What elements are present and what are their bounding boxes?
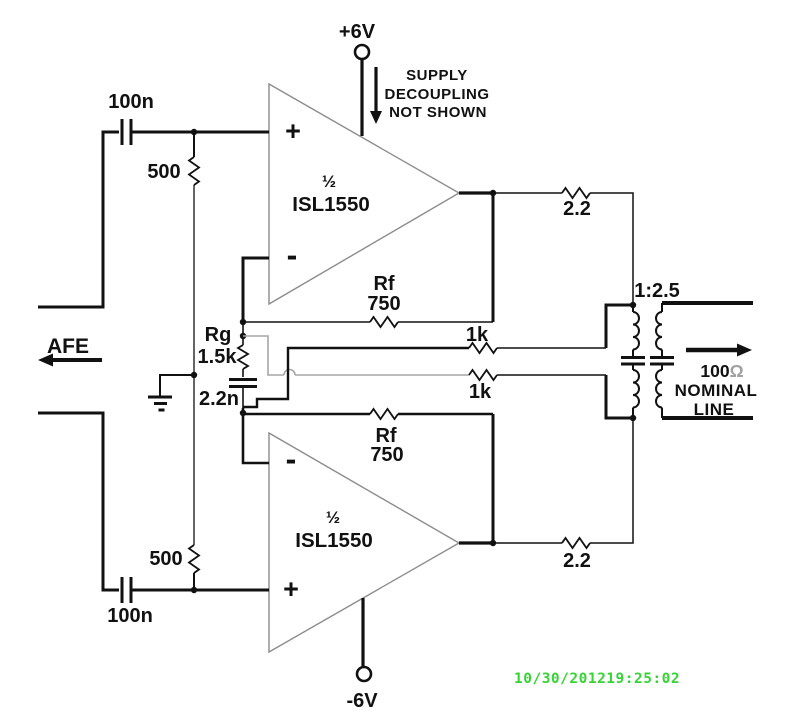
wire-bracket-lower bbox=[604, 375, 633, 420]
secondary-coil-lower bbox=[655, 369, 663, 409]
label-line-nominal: NOMINAL bbox=[675, 381, 758, 400]
label-sense-bottom: 1k bbox=[469, 381, 492, 403]
capacitor-100n-bottom bbox=[120, 577, 133, 603]
resistor-500-top bbox=[187, 156, 201, 186]
wire-top-input bbox=[38, 130, 119, 309]
terminal-plus6v bbox=[353, 43, 371, 61]
wire-bottom-input bbox=[38, 411, 119, 592]
ground-symbol bbox=[148, 395, 172, 412]
decoupling-arrow-head bbox=[370, 111, 382, 124]
resistor-1k-upper bbox=[468, 341, 498, 355]
label-rg-name: Rg bbox=[205, 324, 232, 346]
label-rg-value: 1.5k bbox=[198, 346, 238, 368]
wire-series-top-right bbox=[590, 192, 634, 305]
opamp-top-plus: + bbox=[285, 116, 301, 146]
resistor-2-2-top bbox=[561, 186, 591, 200]
label-rf-top-name: Rf bbox=[373, 273, 394, 295]
label-rf-bottom-name: Rf bbox=[375, 425, 396, 447]
wire-bracket-upper bbox=[604, 303, 633, 348]
secondary-coil-upper bbox=[655, 311, 663, 351]
opamp-bottom-half: ½ bbox=[326, 508, 340, 527]
wire-series-bottom-right bbox=[590, 418, 634, 544]
label-cap-100n-bottom: 100n bbox=[107, 605, 153, 627]
opamp-top-triangle bbox=[268, 82, 461, 306]
wire-ground bbox=[159, 374, 194, 396]
primary-coil-lower bbox=[632, 369, 640, 409]
primary-coil-upper bbox=[632, 311, 640, 351]
label-rf-bottom-value: 750 bbox=[370, 444, 403, 466]
label-series-bottom: 2.2 bbox=[563, 550, 591, 572]
wire-top-inverting bbox=[241, 256, 269, 322]
opamp-top-half: ½ bbox=[322, 172, 336, 191]
resistor-rf-bottom bbox=[369, 407, 399, 421]
wire-gray-sense-left bbox=[243, 335, 284, 376]
wire-bottom-inverting bbox=[241, 408, 269, 465]
label-line-word: LINE bbox=[694, 400, 735, 419]
label-positive-rail: +6V bbox=[339, 21, 376, 43]
camera-timestamp: 10/30/201219:25:02 bbox=[514, 671, 680, 687]
label-res-500-bottom: 500 bbox=[149, 548, 182, 570]
wire-black-sense-left bbox=[243, 346, 469, 409]
label-series-top: 2.2 bbox=[563, 198, 591, 220]
label-transformer-ratio: 1:2.5 bbox=[634, 280, 680, 302]
resistor-2-2-bottom bbox=[561, 536, 591, 550]
label-decoupling-2: DECOUPLING bbox=[384, 86, 489, 103]
opamp-bottom-plus: + bbox=[283, 574, 299, 604]
transformer-primary bbox=[621, 301, 645, 422]
opamp-top-minus: - bbox=[287, 237, 298, 273]
label-rf-top-value: 750 bbox=[367, 293, 400, 315]
label-negative-rail: -6V bbox=[346, 690, 378, 712]
label-afe: AFE bbox=[47, 335, 89, 358]
resistor-rf-top bbox=[369, 315, 399, 329]
line-arrow-head bbox=[737, 343, 752, 357]
resistor-1k-lower bbox=[468, 368, 498, 382]
afe-arrow-head bbox=[38, 353, 53, 367]
opamp-top-part: ISL1550 bbox=[292, 193, 370, 216]
label-decoupling-3: NOT SHOWN bbox=[389, 104, 487, 121]
label-cg-value: 2.2n bbox=[199, 388, 239, 410]
label-sense-top: 1k bbox=[466, 324, 489, 346]
label-line-impedance: 100Ω bbox=[700, 361, 743, 381]
opamp-bottom-part: ISL1550 bbox=[295, 529, 373, 552]
opamp-bottom-triangle bbox=[268, 431, 461, 654]
label-cap-100n-top: 100n bbox=[108, 91, 154, 113]
ohm-symbol: Ω bbox=[730, 361, 744, 381]
opamp-bottom-minus: - bbox=[286, 441, 297, 477]
transformer-secondary bbox=[650, 303, 674, 418]
label-decoupling-1: SUPPLY bbox=[406, 67, 468, 84]
capacitor-2-2n bbox=[229, 378, 257, 388]
capacitor-100n-top bbox=[120, 119, 133, 145]
resistor-500-bottom bbox=[187, 544, 201, 574]
resistor-rg bbox=[236, 344, 250, 370]
wire-gray-hop bbox=[283, 368, 296, 376]
terminal-minus6v bbox=[355, 665, 373, 683]
label-res-500-top: 500 bbox=[147, 161, 180, 183]
